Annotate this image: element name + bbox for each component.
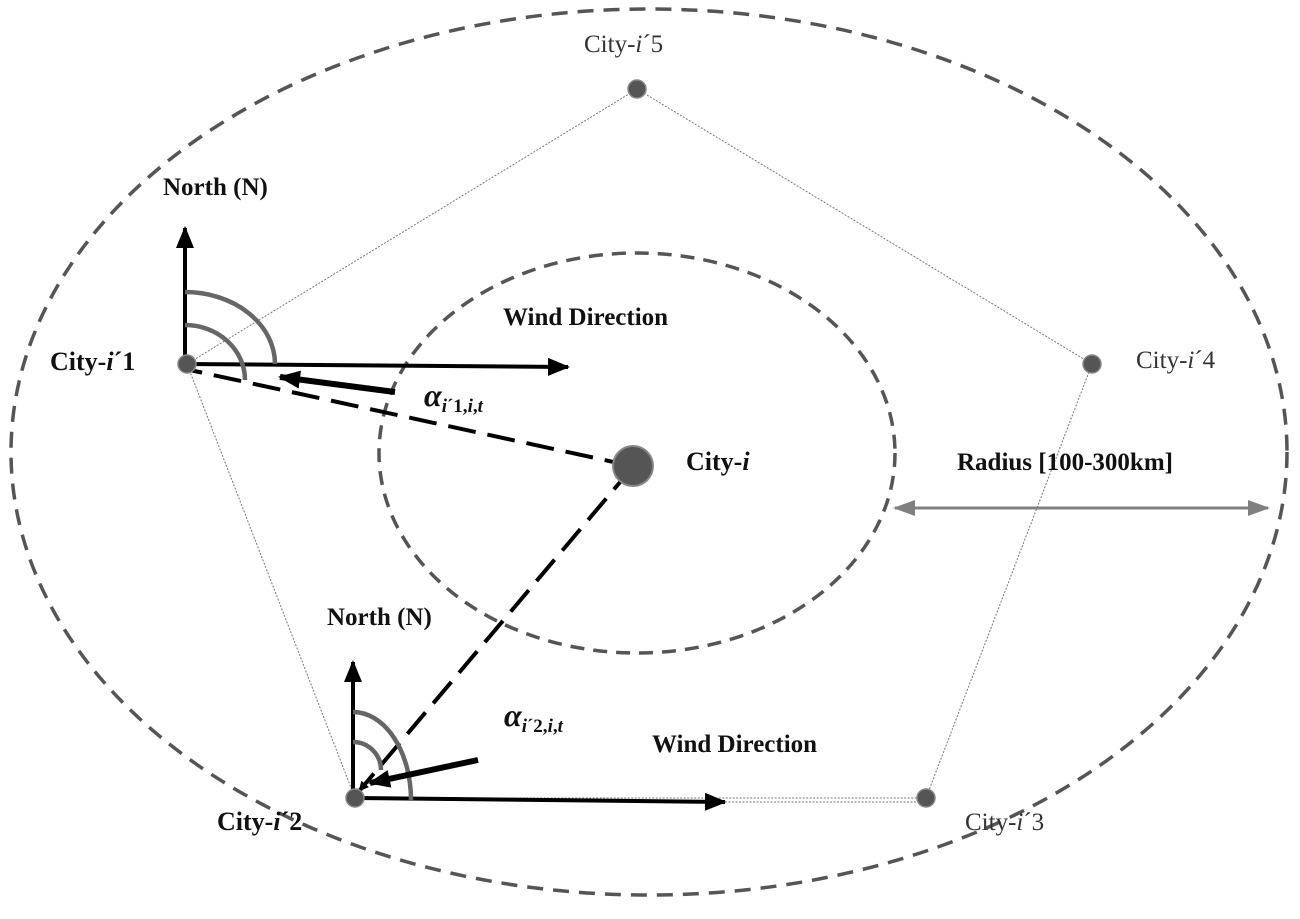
radius-label: Radius [100-300km] (957, 449, 1173, 476)
angle-arc-inner-1 (184, 322, 248, 381)
angle-label-2: αi´2,i,t (504, 697, 564, 737)
wind-direction-label-2: Wind Direction (652, 731, 817, 758)
wind-direction-arrow-2 (352, 792, 727, 811)
inner-ellipse (377, 251, 897, 655)
angle-label-1: αi´1,i,t (424, 377, 484, 417)
link-center-to-city-1 (189, 368, 633, 468)
city-i1-label: City-i´1 (50, 347, 135, 376)
angle-pointer-2 (368, 757, 479, 788)
city-i2-label: City-i´2 (217, 807, 302, 836)
wind-direction-label-1: Wind Direction (503, 304, 668, 331)
angle-pointer-1 (278, 370, 396, 395)
angle-arc-inner-2 (352, 739, 384, 771)
north-label-2: North (N) (327, 604, 432, 631)
city-i3-label: City-i´3 (965, 809, 1044, 836)
angle-arc-outer-2 (352, 709, 414, 801)
city-polygon (186, 88, 1093, 799)
angle-arc-outer-1 (184, 289, 278, 365)
city-i5-label: City-i´5 (584, 31, 663, 58)
city-i1-node (177, 354, 197, 374)
city-i4-node (1082, 354, 1102, 374)
city-i-node (612, 445, 654, 487)
link-center-to-city-2 (358, 466, 634, 792)
city-i4-label: City-i´4 (1136, 347, 1216, 374)
city-i3-node (916, 788, 936, 808)
city-i2-node (345, 788, 365, 808)
wind-direction-arrow-1 (184, 357, 570, 376)
north-label-1: North (N) (163, 174, 268, 201)
outer-radius-ellipse (9, 7, 1289, 897)
city-i5-node (627, 79, 647, 99)
city-i-label: City-i (686, 447, 750, 476)
